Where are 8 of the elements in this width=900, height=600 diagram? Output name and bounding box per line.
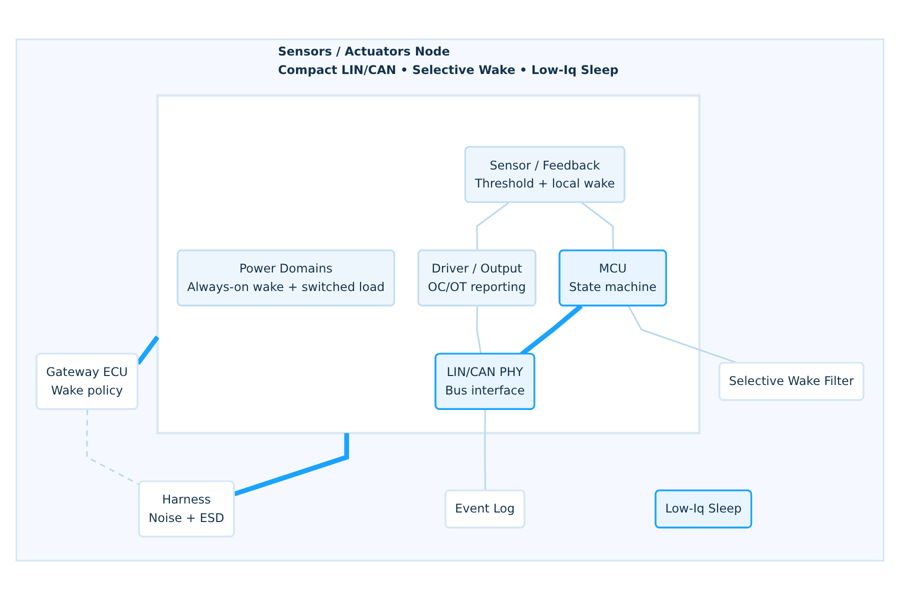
connector — [484, 409, 486, 491]
connector — [581, 202, 614, 251]
cluster — [156, 94, 701, 434]
connector — [234, 433, 350, 496]
connector — [86, 409, 140, 486]
connector — [476, 306, 482, 354]
connector — [628, 306, 738, 364]
connector — [476, 202, 510, 251]
